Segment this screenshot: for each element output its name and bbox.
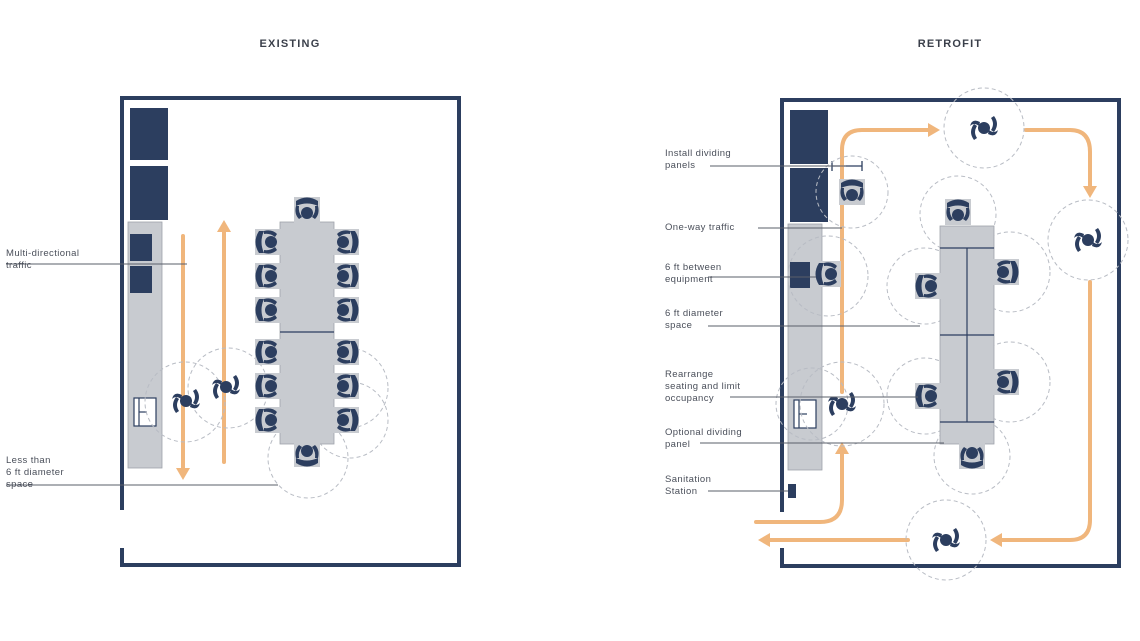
person-seated-icon <box>915 273 941 299</box>
sanitation-station-icon <box>133 397 157 427</box>
person-seated-icon <box>945 199 971 225</box>
retrofit-cabinet <box>790 110 828 164</box>
person-seated-icon <box>255 263 281 289</box>
retrofit-callout-optional-panel: Optional dividing panel <box>665 427 745 450</box>
existing-cabinet <box>130 266 152 293</box>
retrofit-conference-table <box>939 225 995 445</box>
existing-cabinet <box>130 234 152 261</box>
existing-callout-multidirectional: Multi-directional traffic <box>6 248 82 271</box>
person-standing-icon <box>1074 228 1102 252</box>
person-standing-icon <box>932 528 960 552</box>
person-seated-icon <box>333 263 359 289</box>
person-standing-icon <box>172 389 200 413</box>
retrofit-callout-6ft-equipment: 6 ft between equipment <box>665 262 725 285</box>
retrofit-bench <box>787 223 823 471</box>
retrofit-callout-one-way: One-way traffic <box>665 222 735 233</box>
distance-circle <box>267 417 349 499</box>
person-seated-icon <box>333 339 359 365</box>
distance-circle <box>905 499 987 581</box>
existing-room-wall <box>120 96 461 567</box>
arrow-icon <box>176 468 190 480</box>
arrow-icon <box>928 123 940 137</box>
distance-circle <box>969 341 1051 423</box>
arrow-icon <box>217 220 231 232</box>
person-seated-icon <box>255 229 281 255</box>
one-way-traffic-loop <box>754 123 1097 547</box>
existing-cabinet <box>130 166 168 220</box>
distance-circle <box>943 87 1025 169</box>
person-seated-icon <box>255 297 281 323</box>
person-seated-icon <box>915 383 941 409</box>
distance-circle <box>815 155 889 229</box>
distance-circle <box>144 361 226 443</box>
retrofit-callout-rearrange: Rearrange seating and limit occupancy <box>665 369 744 404</box>
sanitation-station-icon <box>793 399 817 429</box>
distance-circle <box>307 347 389 429</box>
person-seated-icon <box>815 261 841 287</box>
sanitation-station-icon <box>788 484 796 498</box>
person-seated-icon <box>255 407 281 433</box>
retrofit-cabinet <box>790 262 810 288</box>
arrow-icon <box>835 442 849 454</box>
distance-circle <box>969 231 1051 313</box>
person-seated-icon <box>959 443 985 469</box>
person-seated-icon <box>333 373 359 399</box>
retrofit-room-wall <box>780 98 1121 568</box>
person-seated-icon <box>294 441 320 467</box>
retrofit-cabinet <box>790 168 828 222</box>
existing-callout-less-than-6ft: Less than 6 ft diameter space <box>6 455 67 490</box>
arrow-icon <box>758 533 770 547</box>
distance-circle <box>787 235 869 317</box>
existing-bench <box>127 221 163 469</box>
person-seated-icon <box>993 259 1019 285</box>
person-seated-icon <box>333 297 359 323</box>
person-seated-icon <box>993 369 1019 395</box>
arrow-icon <box>990 533 1002 547</box>
person-seated-icon <box>294 197 320 223</box>
person-seated-icon <box>255 373 281 399</box>
arrow-icon <box>1083 186 1097 198</box>
person-seated-icon <box>839 179 865 205</box>
person-seated-icon <box>333 407 359 433</box>
existing-traffic-arrows <box>176 220 231 480</box>
retrofit-title: RETROFIT <box>918 38 983 50</box>
person-seated-icon <box>255 339 281 365</box>
person-standing-icon <box>828 392 856 416</box>
distance-circle <box>1047 199 1129 281</box>
retrofit-callout-sanitation: Sanitation Station <box>665 474 714 497</box>
retrofit-callout-install-panels: Install dividing panels <box>665 148 734 171</box>
retrofit-plan <box>700 87 1129 581</box>
existing-title: EXISTING <box>260 38 321 50</box>
distance-circle <box>799 361 885 447</box>
existing-conference-table <box>279 221 335 445</box>
existing-plan <box>6 96 461 567</box>
existing-cabinet <box>130 108 168 160</box>
person-standing-icon <box>970 116 998 140</box>
person-seated-icon <box>333 229 359 255</box>
retrofit-callout-6ft-space: 6 ft diameter space <box>665 308 726 331</box>
